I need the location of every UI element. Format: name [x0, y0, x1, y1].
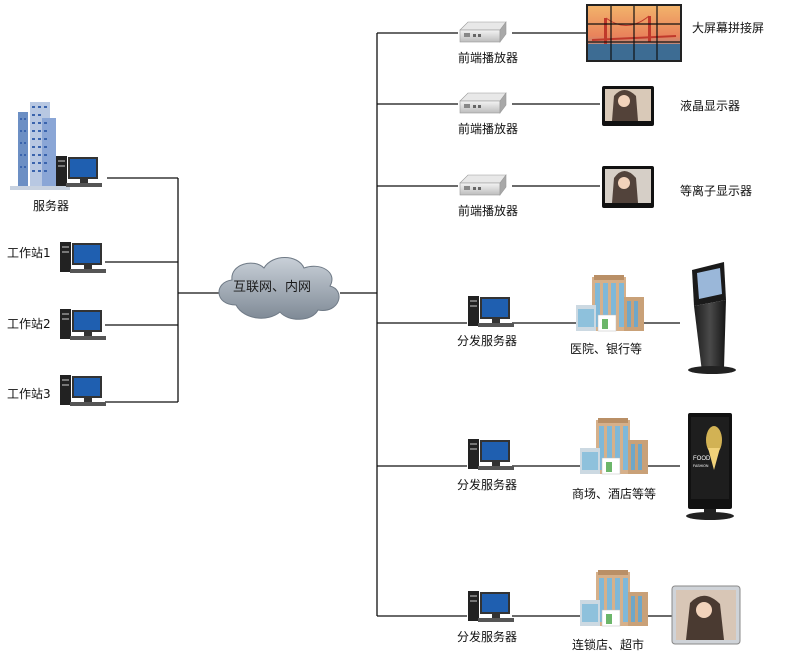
kiosk-fashion-text: FASHION	[693, 464, 709, 468]
kiosk-terminal-icon	[688, 262, 736, 374]
lcd-monitor-icon	[602, 86, 654, 126]
mall-hotel-building-icon	[579, 417, 649, 475]
connection-lines	[105, 32, 680, 617]
chain-store-building-icon	[579, 569, 649, 627]
dist-server3-label: 分发服务器	[456, 630, 518, 644]
workstation1-label: 工作站1	[7, 246, 51, 260]
plasma-display-icon	[602, 166, 654, 208]
kiosk-food-text: FOOD	[693, 456, 711, 462]
server-computer-icon	[56, 156, 102, 187]
workstation3-computer-icon	[60, 375, 106, 406]
dist-server2-computer-icon	[468, 439, 514, 470]
server-label: 服务器	[32, 199, 70, 213]
plasma-label: 等离子显示器	[680, 184, 753, 198]
front-player1-label: 前端播放器	[457, 51, 519, 65]
advertising-display-icon: FOOD FASHION	[686, 413, 734, 520]
dist-server1-computer-icon	[468, 296, 514, 327]
front-player2-label: 前端播放器	[457, 122, 519, 136]
hospital-bank-label: 医院、银行等	[569, 342, 643, 356]
dist-server1-label: 分发服务器	[456, 334, 518, 348]
server-building-icon	[10, 102, 70, 190]
workstation3-label: 工作站3	[7, 387, 51, 401]
cloud-icon	[218, 257, 340, 320]
video-wall-icon	[586, 4, 682, 62]
front-player3-label: 前端播放器	[457, 204, 519, 218]
front-player3-icon	[459, 174, 507, 196]
network-label: 互联网、内网	[232, 280, 312, 295]
workstation2-computer-icon	[60, 309, 106, 340]
front-player2-icon	[459, 92, 507, 114]
dist-server3-computer-icon	[468, 591, 514, 622]
wide-display-icon	[671, 585, 741, 645]
front-player1-icon	[459, 21, 507, 43]
workstation1-computer-icon	[60, 242, 106, 273]
mall-hotel-label: 商场、酒店等等	[571, 487, 657, 501]
lcd-label: 液晶显示器	[680, 99, 741, 113]
workstation2-label: 工作站2	[7, 317, 51, 331]
hospital-bank-building-icon	[575, 274, 645, 332]
video-wall-label: 大屏幕拼接屏	[692, 21, 765, 35]
chain-store-label: 连锁店、超市	[571, 638, 645, 652]
dist-server2-label: 分发服务器	[456, 478, 518, 492]
